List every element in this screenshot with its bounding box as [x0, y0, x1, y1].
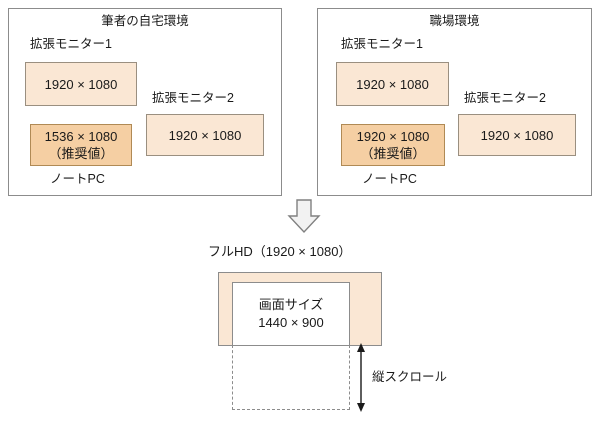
- environment-title-work: 職場環境: [429, 14, 480, 28]
- screen-size-value: 1440 × 900: [258, 315, 324, 330]
- down-arrow-icon: [287, 199, 321, 234]
- monitor1-box-home: 1920 × 1080: [25, 62, 137, 106]
- monitor2-caption-home: 拡張モニター2: [152, 91, 234, 105]
- laptop-resolution-work: 1920 × 1080: [356, 129, 430, 144]
- monitor1-box-work: 1920 × 1080: [336, 62, 449, 106]
- scroll-label: 縦スクロール: [372, 370, 448, 384]
- monitor1-caption-home: 拡張モニター1: [30, 37, 112, 51]
- monitor2-resolution-home: 1920 × 1080: [168, 127, 242, 143]
- monitor1-caption-work: 拡張モニター1: [341, 37, 423, 51]
- laptop-caption-work: ノートPC: [362, 172, 417, 186]
- environment-title-home: 筆者の自宅環境: [101, 14, 189, 28]
- monitor2-box-home: 1920 × 1080: [146, 114, 264, 156]
- monitor2-box-work: 1920 × 1080: [458, 114, 576, 156]
- offscreen-area-box: [232, 345, 350, 410]
- vertical-double-arrow-icon: [357, 343, 365, 412]
- screen-size-label: 画面サイズ: [258, 297, 324, 312]
- screen-size-box: 画面サイズ 1440 × 900: [232, 282, 350, 346]
- fullhd-label: フルHD（1920 × 1080）: [208, 244, 352, 259]
- laptop-note-work: （推奨値）: [360, 146, 426, 161]
- laptop-note-home: （推奨値）: [48, 146, 114, 161]
- monitor2-caption-work: 拡張モニター2: [464, 91, 546, 105]
- laptop-box-work: 1920 × 1080 （推奨値）: [341, 124, 445, 166]
- laptop-box-home: 1536 × 1080 （推奨値）: [30, 124, 132, 166]
- monitor1-resolution-work: 1920 × 1080: [356, 76, 429, 92]
- laptop-caption-home: ノートPC: [50, 172, 105, 186]
- laptop-resolution-home: 1536 × 1080: [44, 129, 118, 144]
- monitor2-resolution-work: 1920 × 1080: [480, 127, 554, 143]
- monitor1-resolution-home: 1920 × 1080: [44, 76, 118, 92]
